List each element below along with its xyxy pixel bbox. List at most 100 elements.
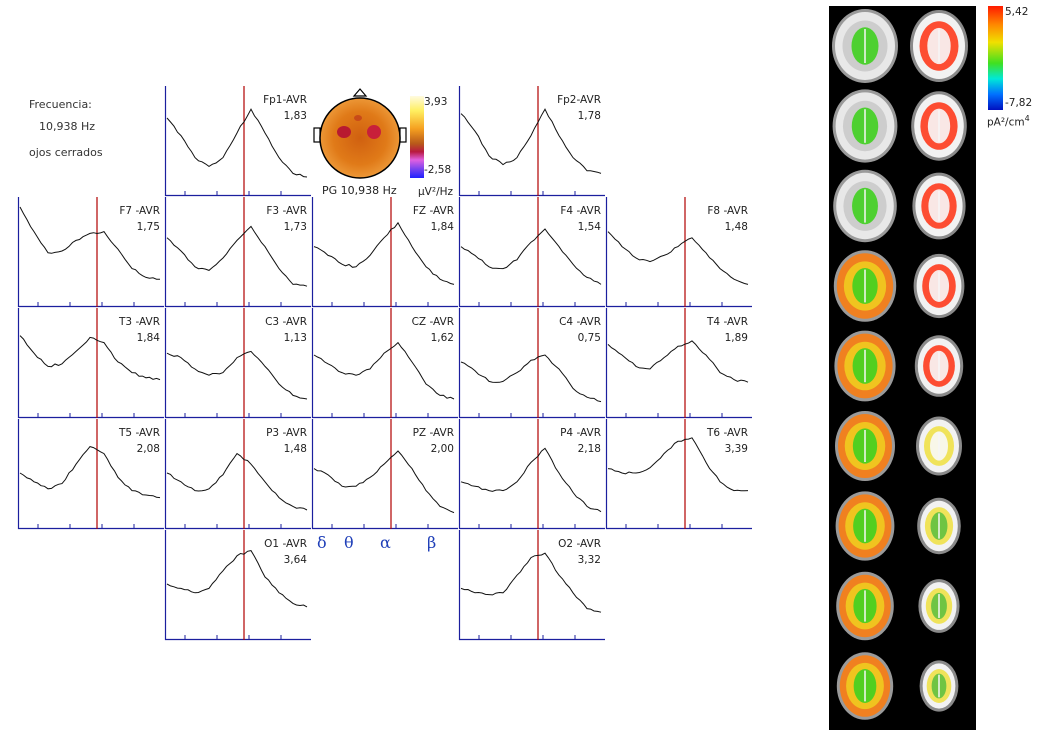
spectrum-plot: [164, 308, 311, 419]
spectrum-plot: [458, 308, 605, 419]
spectrum-trace: [166, 452, 308, 511]
brain-slice-icon: [833, 169, 897, 243]
brain-slice-icon: [836, 652, 894, 720]
channel-name: T6 -AVR: [707, 427, 748, 439]
band-theta: θ: [344, 533, 354, 552]
axis-lines: [164, 530, 311, 641]
head-outline: [319, 97, 401, 179]
spectrum-plot: [17, 197, 164, 308]
spectrum-plot: [164, 419, 311, 530]
axis-lines: [605, 308, 752, 419]
topomap-caption: PG 10,938 Hz: [322, 184, 397, 197]
loreta-colorbar: [988, 6, 1003, 110]
scalp-topomap: [313, 88, 407, 179]
spectrum-plot: [311, 197, 458, 308]
spectrum-plot: [17, 419, 164, 530]
axis-lines: [311, 419, 458, 530]
axis-lines: [164, 308, 311, 419]
channel-value: 1,13: [283, 332, 307, 344]
brain-slice-icon: [834, 330, 896, 402]
spectrum-trace: [166, 225, 308, 287]
spectrum-panel-fzavr: FZ -AVR 1,84: [311, 197, 458, 308]
channel-name: Fp2-AVR: [557, 94, 601, 106]
spectrum-plot: [17, 308, 164, 419]
axis-lines: [458, 86, 605, 197]
channel-value: 1,48: [283, 443, 307, 455]
channel-name: P4 -AVR: [560, 427, 601, 439]
brain-slice-icon: [835, 411, 895, 481]
spectrum-plot: [605, 419, 752, 530]
channel-value: 0,75: [577, 332, 601, 344]
left-ear-icon: [313, 127, 321, 143]
hotspot-right: [367, 125, 381, 139]
hotspot-left: [337, 126, 351, 138]
spectrum-trace: [19, 206, 160, 280]
channel-label: T6 -AVR 3,39: [707, 425, 748, 457]
channel-name: T4 -AVR: [707, 316, 748, 328]
channel-label: C4 -AVR 0,75: [559, 314, 601, 346]
axis-lines: [164, 86, 311, 197]
channel-value: 1,54: [577, 221, 601, 233]
spectrum-panel-t6avr: T6 -AVR 3,39: [605, 419, 752, 530]
loreta-unit-exponent: 4: [1024, 114, 1030, 123]
channel-value: 1,73: [283, 221, 307, 233]
condition-label: ojos cerrados: [29, 146, 103, 159]
spectrum-trace: [19, 446, 161, 499]
channel-name: P3 -AVR: [266, 427, 307, 439]
topomap-colorbar: [410, 96, 424, 178]
channel-name: FZ -AVR: [412, 205, 454, 217]
spectrum-trace: [313, 221, 455, 285]
channel-value: 3,39: [724, 443, 748, 455]
axis-lines: [458, 419, 605, 530]
spectrum-trace: [313, 341, 455, 400]
spectrum-panel-c3avr: C3 -AVR 1,13: [164, 308, 311, 419]
loreta-scale-min: -7,82: [1005, 97, 1033, 109]
brain-slice-icon: [913, 253, 965, 319]
channel-name: T5 -AVR: [119, 427, 160, 439]
band-beta: β: [427, 533, 437, 552]
axis-lines: [17, 197, 164, 308]
channel-value: 1,78: [577, 110, 601, 122]
channel-name: O2 -AVR: [558, 538, 601, 550]
channel-label: P3 -AVR 1,48: [266, 425, 307, 457]
channel-label: C3 -AVR 1,13: [265, 314, 307, 346]
brain-slice-icon: [910, 10, 968, 82]
channel-name: C4 -AVR: [559, 316, 601, 328]
channel-value: 1,84: [136, 332, 160, 344]
axis-lines: [164, 419, 311, 530]
spectrum-plot: [311, 419, 458, 530]
spectrum-trace: [19, 335, 161, 381]
brain-slice-icon: [832, 89, 898, 163]
spectrum-plot: [164, 197, 311, 308]
brain-slice-icon: [916, 416, 962, 476]
channel-label: O2 -AVR 3,32: [558, 536, 601, 568]
spectrum-plot: [458, 419, 605, 530]
topomap-unit: µV²/Hz: [418, 186, 454, 198]
band-delta: δ: [317, 533, 327, 552]
channel-value: 1,83: [283, 110, 307, 122]
spectrum-panel-o2avr: O2 -AVR 3,32: [458, 530, 605, 641]
spectrum-panel-c4avr: C4 -AVR 0,75: [458, 308, 605, 419]
spectrum-trace: [460, 108, 602, 174]
channel-name: F7 -AVR: [119, 205, 160, 217]
axis-lines: [458, 530, 605, 641]
brain-slice-icon: [919, 660, 959, 712]
channel-name: C3 -AVR: [265, 316, 307, 328]
channel-value: 1,84: [430, 221, 454, 233]
spectrum-trace: [460, 447, 602, 513]
loreta-slices-panel: [829, 6, 976, 730]
channel-value: 3,32: [577, 554, 601, 566]
